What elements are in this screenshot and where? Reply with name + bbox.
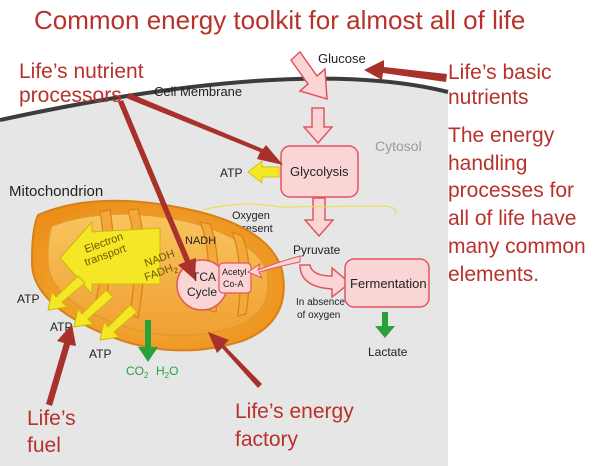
glucose-in-arrow [289, 50, 328, 101]
co2-label: CO2 [126, 364, 149, 380]
oxygen-present-label-1: Oxygen [232, 210, 270, 222]
lactate-arrow [375, 312, 395, 338]
absence-oxygen-label-2: of oxygen [297, 310, 340, 321]
fermentation-label: Fermentation [350, 276, 427, 291]
energy-text-line-4: all of life have [448, 207, 576, 230]
page-title: Common energy toolkit for almost all of … [34, 5, 525, 35]
atp-arrow-1 [47, 275, 86, 311]
h2o-label: H2O [156, 364, 178, 380]
pyruvate-to-fermentation-arrow [299, 264, 352, 299]
tca-label-1: TCA [192, 270, 216, 284]
pyruvate-label: Pyruvate [293, 243, 341, 257]
basic-nutrients-line-2: nutrients [448, 86, 529, 109]
mito-atp-arrows [47, 275, 138, 341]
nutrient-processors-line-2: processors [19, 84, 122, 107]
glycolysis-atp-label: ATP [220, 166, 242, 180]
glycolysis-box [280, 145, 359, 198]
h2o-h-text: H [156, 364, 165, 378]
energy-factory-label-2: factory [235, 428, 299, 451]
atp-arrow-3 [99, 304, 138, 341]
energy-text-block: The energy handling processes for all of… [448, 124, 586, 286]
cell-membrane-label: Cell Membrane [154, 84, 242, 99]
lactate-label: Lactate [368, 345, 408, 359]
atp-label-3: ATP [89, 347, 111, 361]
acetyl-label-1: Acetyl [222, 267, 247, 277]
cell-membrane-line [0, 76, 449, 122]
energy-text-line-2: handling [448, 152, 527, 175]
fermentation-box [344, 258, 430, 308]
nutrient-processors-line-1: Life’s nutrient [19, 60, 144, 83]
h2o-o-text: O [169, 364, 178, 378]
oxygen-boundary-line [202, 203, 397, 216]
arrow-to-glucose [364, 60, 447, 82]
fadh-subscript: 2 [172, 265, 180, 275]
tca-label-2: Cycle [187, 285, 217, 299]
glycolysis-label: Glycolysis [290, 164, 349, 179]
pathway-arrows [289, 50, 352, 299]
acetyl-label-2: Co-A [223, 279, 244, 289]
absence-oxygen-label-1: In absence [296, 297, 345, 308]
acetyl-coa-box [218, 262, 252, 294]
co2-text: CO [126, 364, 144, 378]
cytosol-label: Cytosol [375, 138, 422, 154]
glycolysis-atp-arrow [247, 159, 280, 185]
arrow-to-atp [46, 324, 76, 406]
mitochondrion-label: Mitochondrion [9, 183, 103, 200]
annotation-arrows [46, 60, 447, 406]
atp-arrow-2 [73, 289, 114, 328]
nadh-label: NADH [185, 235, 216, 247]
fuel-label-1: Life’s [27, 407, 76, 430]
energy-text-line-6: elements. [448, 263, 539, 286]
glucose-label: Glucose [318, 51, 366, 66]
arrow-to-glycolysis [126, 93, 283, 165]
energy-factory-label-1: Life’s energy [235, 400, 354, 423]
arrow-to-tca [118, 100, 196, 280]
pyruvate-into-mito-arrow [246, 255, 301, 279]
electron-transport-arrow [59, 220, 161, 296]
energy-text-line-1: The energy [448, 124, 555, 147]
energy-text-line-5: many common [448, 235, 586, 258]
membrane-crossing-arrow [302, 107, 334, 145]
arrow-to-mitochondrion [208, 332, 262, 388]
co2-subscript: 2 [144, 371, 149, 380]
atp-label-1: ATP [17, 292, 39, 306]
glycolysis-to-pyruvate-arrow [303, 197, 335, 238]
energy-text-line-3: processes for [448, 179, 574, 202]
fuel-label-2: fuel [27, 434, 61, 457]
co2-h2o-arrow [138, 320, 158, 362]
basic-nutrients-line-1: Life’s basic [448, 61, 552, 84]
h2o-subscript: 2 [165, 371, 170, 380]
